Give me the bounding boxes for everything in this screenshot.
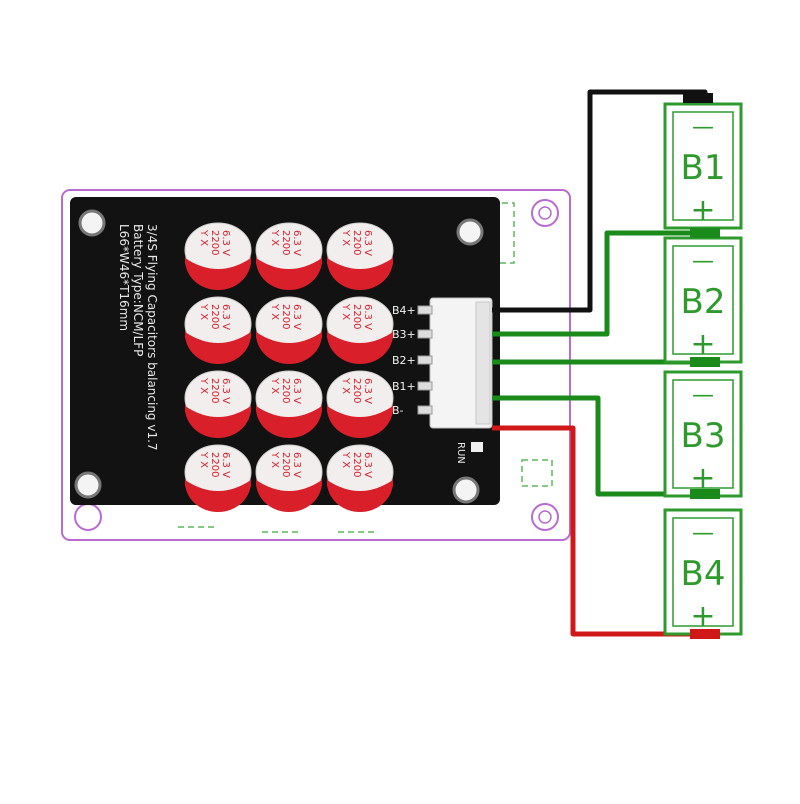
capacitor-voltage: 6.3 V bbox=[220, 304, 231, 330]
capacitor-capacitance: 2200 bbox=[351, 230, 362, 255]
pin-label: B4+ bbox=[392, 304, 416, 317]
capacitor-voltage: 6.3 V bbox=[362, 304, 373, 330]
capacitor-voltage: 6.3 V bbox=[220, 452, 231, 478]
capacitor-brand: Y X bbox=[269, 377, 280, 394]
wire-b3-plus bbox=[492, 230, 712, 337]
capacitor-capacitance: 2200 bbox=[351, 378, 362, 403]
capacitor-brand: Y X bbox=[340, 377, 351, 394]
run-led: RUN bbox=[455, 442, 483, 464]
connector-pin: B- bbox=[392, 404, 433, 417]
battery-terminal bbox=[690, 357, 720, 367]
battery-plus: + bbox=[690, 327, 715, 362]
connector-pin: B3+ bbox=[392, 328, 433, 341]
balance-connector bbox=[429, 297, 493, 429]
mounting-holes bbox=[74, 209, 484, 504]
battery-plus: + bbox=[690, 599, 715, 634]
battery-stack: —B1+—B2+—B3+—B4+ bbox=[663, 93, 743, 639]
capacitor-capacitance: 2200 bbox=[209, 378, 220, 403]
capacitor-voltage: 6.3 V bbox=[220, 378, 231, 404]
capacitor-voltage: 6.3 V bbox=[362, 378, 373, 404]
capacitor-voltage: 6.3 V bbox=[291, 452, 302, 478]
battery-b4: — B4 + bbox=[663, 508, 743, 636]
silk-line-1: 3/4S Flying Capacitors balancing v1.7 bbox=[145, 224, 159, 451]
battery-label: B4 bbox=[681, 554, 726, 594]
battery-label: B3 bbox=[681, 416, 726, 456]
capacitor-capacitance: 2200 bbox=[209, 230, 220, 255]
pin-label: B3+ bbox=[392, 328, 416, 341]
battery-b3: —B3+ bbox=[663, 370, 743, 498]
capacitor-brand: Y X bbox=[269, 303, 280, 320]
battery-minus: — bbox=[692, 249, 714, 274]
battery-terminal bbox=[690, 629, 720, 639]
capacitor-capacitance: 2200 bbox=[280, 230, 291, 255]
connector-pin: B1+ bbox=[392, 380, 433, 393]
battery-b1: — B1 + bbox=[663, 102, 743, 230]
run-label: RUN bbox=[455, 442, 466, 464]
connector-pin: B4+ bbox=[392, 304, 433, 317]
capacitor-brand: Y X bbox=[340, 451, 351, 468]
battery-terminal bbox=[690, 228, 720, 238]
battery-b2: — B2 + bbox=[663, 236, 743, 364]
wire-b-minus bbox=[492, 425, 712, 637]
capacitor-brand: Y X bbox=[198, 377, 209, 394]
pin-label: B2+ bbox=[392, 354, 416, 367]
battery-minus: — bbox=[692, 383, 714, 408]
capacitor-voltage: 6.3 V bbox=[220, 230, 231, 256]
capacitor-voltage: 6.3 V bbox=[291, 230, 302, 256]
battery-terminal bbox=[690, 489, 720, 499]
capacitor-brand: Y X bbox=[340, 303, 351, 320]
battery-minus: — bbox=[692, 521, 714, 546]
battery-minus: — bbox=[692, 115, 714, 140]
connector-pins: B4+ B3+ B2+ B1+ B- bbox=[392, 304, 433, 417]
silk-line-2: Battery Type:NCM/LFP bbox=[131, 224, 145, 356]
battery-terminal bbox=[683, 93, 713, 103]
capacitor-voltage: 6.3 V bbox=[291, 304, 302, 330]
wire-b1-plus bbox=[492, 395, 712, 497]
capacitor-brand: Y X bbox=[198, 451, 209, 468]
pin-label: B1+ bbox=[392, 380, 416, 393]
capacitor-brand: Y X bbox=[198, 229, 209, 246]
capacitor-capacitance: 2200 bbox=[280, 452, 291, 477]
capacitor-brand: Y X bbox=[198, 303, 209, 320]
capacitor-voltage: 6.3 V bbox=[362, 230, 373, 256]
capacitor-capacitance: 2200 bbox=[351, 452, 362, 477]
silk-line-3: L66*W46*T16mm bbox=[117, 224, 131, 331]
battery-label: B2 bbox=[681, 282, 726, 322]
capacitor-voltage: 6.3 V bbox=[362, 452, 373, 478]
connector-pin: B2+ bbox=[392, 354, 433, 367]
board-silkscreen: 3/4S Flying Capacitors balancing v1.7 Ba… bbox=[117, 224, 159, 451]
capacitor-capacitance: 2200 bbox=[280, 304, 291, 329]
capacitor-capacitance: 2200 bbox=[280, 378, 291, 403]
pin-label: B- bbox=[392, 404, 404, 417]
battery-label: B1 bbox=[681, 148, 726, 188]
capacitor-capacitance: 2200 bbox=[209, 304, 220, 329]
capacitor-brand: Y X bbox=[269, 451, 280, 468]
battery-plus: + bbox=[690, 193, 715, 228]
capacitor-voltage: 6.3 V bbox=[291, 378, 302, 404]
capacitor-capacitance: 2200 bbox=[351, 304, 362, 329]
capacitor-capacitance: 2200 bbox=[209, 452, 220, 477]
capacitor-brand: Y X bbox=[269, 229, 280, 246]
capacitor-brand: Y X bbox=[340, 229, 351, 246]
